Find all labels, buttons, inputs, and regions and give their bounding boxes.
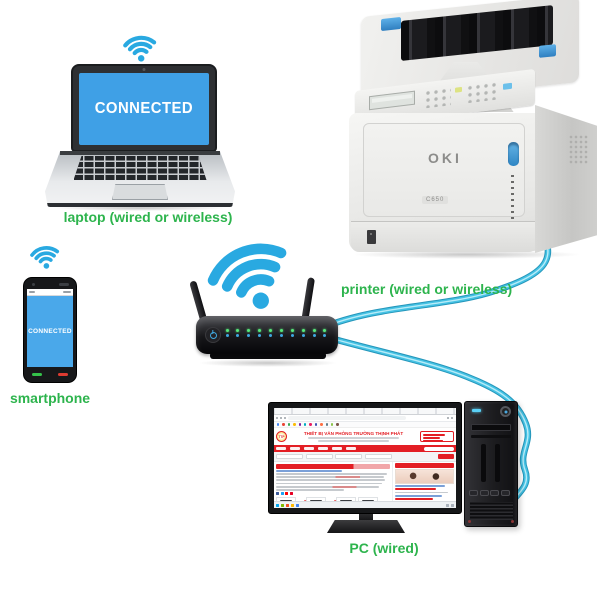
site-sidebar-photo bbox=[395, 468, 454, 484]
laptop-screen-text: CONNECTED bbox=[94, 100, 194, 117]
site-header: TTP THIẾT BỊ VĂN PHÒNG TRƯỜNG THỊNH PHÁT bbox=[274, 428, 456, 445]
phone-camera-icon bbox=[32, 283, 35, 286]
printer-model-badge: C650 bbox=[422, 196, 449, 204]
phone-call-button bbox=[32, 372, 42, 376]
site-title: THIẾT BỊ VĂN PHÒNG TRƯỜNG THỊNH PHÁT bbox=[303, 431, 404, 437]
site-sidebar-header bbox=[395, 463, 454, 468]
laptop-base bbox=[45, 151, 235, 207]
pc-tower bbox=[464, 401, 518, 527]
router-power-button bbox=[205, 327, 221, 343]
site-section-title-bar bbox=[276, 464, 390, 469]
laptop-label: laptop (wired or wireless) bbox=[63, 209, 233, 225]
monitor-screen: TTP THIẾT BỊ VĂN PHÒNG TRƯỜNG THỊNH PHÁT bbox=[274, 408, 456, 508]
smartphone-body: CONNECTED bbox=[23, 277, 77, 383]
site-filter-button bbox=[438, 454, 454, 459]
webcam-icon bbox=[142, 68, 146, 71]
browser-address-bar bbox=[274, 415, 456, 422]
site-nav-bar bbox=[274, 445, 456, 452]
site-sidebar bbox=[392, 462, 456, 508]
printer-front-panel: OKI C650 bbox=[349, 113, 539, 252]
router-base bbox=[210, 352, 326, 359]
phone-end-button bbox=[58, 372, 68, 376]
laptop-shadow bbox=[52, 205, 228, 211]
tower-port-covers bbox=[469, 490, 515, 496]
ethernet-cable-printer bbox=[318, 220, 552, 332]
wifi-icon bbox=[191, 221, 308, 327]
printer-blue-key bbox=[503, 82, 512, 90]
printer-blue-latch-right bbox=[539, 44, 556, 58]
browser-url-field bbox=[288, 416, 406, 420]
wifi-icon bbox=[120, 30, 161, 64]
tower-screw bbox=[511, 520, 514, 523]
printer-blue-handle bbox=[508, 142, 519, 166]
phone-screen-text: CONNECTED bbox=[28, 328, 72, 335]
printer-numeric-keypad bbox=[467, 81, 497, 104]
printer-nav-keys bbox=[425, 87, 451, 109]
monitor-stand-base bbox=[327, 520, 405, 533]
tower-grille bbox=[481, 444, 486, 482]
tower-drive-slot bbox=[471, 435, 511, 438]
laptop-screen: CONNECTED bbox=[79, 73, 209, 145]
site-search-box bbox=[424, 446, 454, 451]
ethernet-cable-pc bbox=[312, 330, 532, 516]
tower-grille bbox=[495, 444, 500, 482]
printer-shadow bbox=[352, 250, 582, 259]
laptop-keyboard bbox=[73, 156, 207, 180]
laptop-screen-bezel: CONNECTED bbox=[71, 64, 217, 152]
tower-led bbox=[472, 409, 481, 412]
printer-paper-tray bbox=[351, 221, 537, 252]
pc-label: PC (wired) bbox=[349, 540, 419, 556]
power-icon bbox=[209, 331, 217, 339]
phone-screen: CONNECTED bbox=[27, 296, 73, 367]
site-social-icons bbox=[276, 492, 390, 496]
printer-label: printer (wired or wireless) bbox=[341, 281, 513, 297]
monitor-bezel: TTP THIẾT BỊ VĂN PHÒNG TRƯỜNG THỊNH PHÁT bbox=[268, 402, 462, 514]
site-address-line bbox=[318, 440, 389, 442]
router-body bbox=[196, 316, 338, 354]
browser-bookmarks-bar bbox=[274, 422, 456, 428]
printer-device: OKI C650 bbox=[343, 0, 599, 257]
tower-vents bbox=[470, 502, 513, 520]
router-led-strip bbox=[224, 329, 328, 343]
printer-front-door: OKI C650 bbox=[363, 123, 525, 217]
printer-brand-logo: OKI bbox=[428, 150, 462, 166]
printer-tray-latch bbox=[367, 230, 376, 244]
printer-start-key bbox=[455, 86, 462, 93]
smartphone-label: smartphone bbox=[9, 390, 91, 406]
phone-speaker bbox=[59, 283, 69, 286]
printer-side-panel bbox=[535, 105, 597, 253]
laptop-bottom-edge bbox=[46, 203, 234, 207]
printer-lcd-display bbox=[369, 90, 415, 111]
laptop-hinge bbox=[60, 151, 220, 155]
laptop-trackpad bbox=[112, 184, 168, 200]
router-shadow bbox=[198, 359, 338, 367]
windows-taskbar bbox=[274, 501, 456, 508]
monitor-stand-neck bbox=[359, 514, 373, 522]
tower-power-button bbox=[500, 406, 511, 417]
site-hotline-box bbox=[420, 431, 454, 442]
site-logo: TTP bbox=[276, 431, 287, 442]
tower-optical-drive bbox=[471, 424, 511, 431]
tower-screw bbox=[468, 520, 471, 523]
printer-vent-holes bbox=[569, 135, 589, 165]
site-filter-row bbox=[274, 452, 456, 462]
phone-status-bar bbox=[27, 289, 73, 296]
wifi-icon bbox=[26, 241, 63, 271]
printer-blue-latch-left bbox=[381, 16, 401, 32]
browser-tab-strip bbox=[274, 408, 456, 415]
printer-side-dots bbox=[511, 171, 514, 219]
site-address-line bbox=[308, 437, 399, 439]
